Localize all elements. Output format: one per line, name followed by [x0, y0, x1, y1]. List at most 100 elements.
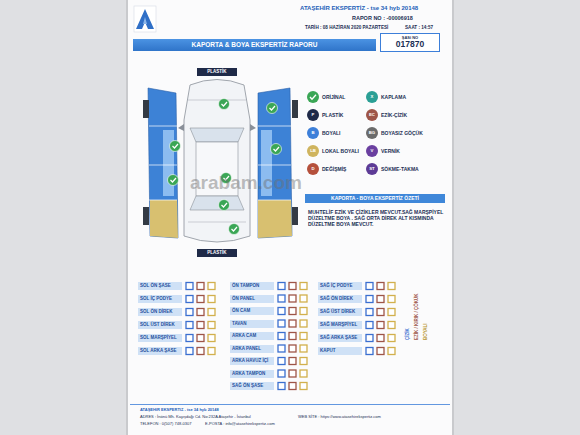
checkbox: [377, 335, 384, 342]
checkbox: [366, 335, 373, 342]
checkbox: [289, 358, 296, 365]
checkbox: [197, 348, 204, 355]
checkbox: [289, 308, 296, 315]
checkbox: [300, 295, 307, 302]
checkbox: [300, 308, 307, 315]
legend-letter: BG: [366, 130, 378, 135]
checkbox: [278, 333, 285, 340]
report-text: TELEFON : 0(507) 748-0307: [140, 422, 191, 427]
part-name: ARKA TAMPON: [230, 370, 274, 378]
checkbox: [377, 283, 384, 290]
report-text: SAAT : 14:57: [405, 25, 433, 31]
legend-text: PLASTİK: [322, 112, 343, 118]
checkbox: [388, 296, 395, 303]
part-name: SAĞ ÖN ŞASE: [230, 382, 274, 390]
part-name: ÖN CAM: [230, 307, 274, 315]
checkbox: [366, 283, 373, 290]
checkbox: [278, 370, 285, 377]
company-logo: [134, 6, 156, 32]
box-text: KAPORTA & BOYA EKSPERTİZ RAPORU: [192, 41, 318, 48]
box-value: 017870: [396, 40, 424, 49]
box-text: PLASTİK: [207, 70, 226, 75]
part-name: SOL İÇ PODYE: [138, 295, 182, 303]
checkbox: [300, 320, 307, 327]
checkbox: [278, 358, 285, 365]
checkbox: [300, 283, 307, 290]
legend-text: ORİJİNAL: [322, 94, 345, 100]
checkbox: [300, 345, 307, 352]
part-name: SOL ÖN ŞASE: [138, 282, 182, 290]
bumper-box: PLASTİK: [197, 249, 237, 257]
checkbox: [208, 296, 215, 303]
checkbox: [289, 320, 296, 327]
checkbox: [366, 322, 373, 329]
legend-letter: LB: [307, 148, 319, 153]
part-name: SOL ARKA ŞASE: [138, 347, 182, 355]
part-name: ARKA HAVUZ İÇİ: [230, 357, 274, 365]
checkbox: [208, 309, 215, 316]
part-name: ÖN PANEL: [230, 295, 274, 303]
part-name: SAĞ ÜST DİREK: [318, 308, 362, 316]
checkbox: [208, 283, 215, 290]
footer-rule: [130, 404, 450, 406]
checkbox: [377, 309, 384, 316]
report-text: ADRES : İnönü Mh. Kayışdağı Cd. No:232A …: [140, 415, 251, 420]
checkbox: [377, 322, 384, 329]
checkbox: [388, 322, 395, 329]
report-text: E-POSTA : info@atasehirekspertiz.com: [205, 422, 275, 427]
checkbox: [289, 383, 296, 390]
checkbox: [388, 348, 395, 355]
checkbox: [186, 335, 193, 342]
legend-letter: V: [366, 148, 378, 153]
checkbox: [197, 283, 204, 290]
part-name: ÖN TAMPON: [230, 282, 274, 290]
bumper-box: PLASTİK: [197, 68, 237, 76]
car-diagram: [143, 80, 298, 243]
checkbox: [300, 370, 307, 377]
part-name: KAPUT: [318, 347, 362, 355]
watermark: arabam.com: [190, 172, 302, 195]
legend-text: DEĞİŞMİŞ: [322, 166, 346, 172]
checkbox: [278, 295, 285, 302]
checkbox: [186, 322, 193, 329]
checkbox: [300, 383, 307, 390]
checkbox: [186, 296, 193, 303]
summary-band: KAPORTA - BOYA EKSPERTİZ ÖZETİ: [305, 194, 445, 203]
title-band: KAPORTA & BOYA EKSPERTİZ RAPORU: [133, 39, 376, 51]
legend-text: LOKAL BOYALI: [322, 148, 359, 154]
paper-shadow: [126, 0, 454, 435]
report-text: TARİH : 08 HAZİRAN 2020 PAZARTESİ: [305, 25, 388, 31]
checkbox: [366, 348, 373, 355]
checkbox: [197, 322, 204, 329]
legend-text: SÖKME-TAKMA: [381, 166, 419, 172]
checkbox-grid: [186, 283, 395, 390]
legend-letter: EC: [366, 112, 378, 117]
chassis-number-box: ŞASİ NO017870: [380, 33, 440, 52]
legend-text: EZİK-ÇİZİK: [381, 112, 407, 118]
part-name: SOL MARŞPİYEL: [138, 334, 182, 342]
report-text: ATAŞEHİR EKSPERTİZ - tse 34 hyb 20148: [300, 5, 418, 12]
checkbox: [197, 296, 204, 303]
part-name: SAĞ ÖN DİREK: [318, 295, 362, 303]
report-text: RAPOR NO : -00006918: [352, 15, 413, 22]
checkbox: [289, 333, 296, 340]
checkbox: [186, 348, 193, 355]
column-header: EZİK / KIRIK / ÇÖKÜK: [414, 293, 419, 340]
checkbox: [197, 309, 204, 316]
legend-text: KAPLAMA: [381, 94, 406, 100]
column-header: BOYALI: [423, 323, 428, 340]
checkbox: [300, 333, 307, 340]
checkbox: [208, 322, 215, 329]
checkbox: [289, 295, 296, 302]
part-name: ARKA CAM: [230, 332, 274, 340]
summary-note: MUHTELİF EZİK VE ÇİZİKLER MEVCUT.SAĞ MAR…: [308, 209, 444, 227]
checkbox: [278, 308, 285, 315]
box-text: PLASTİK: [207, 251, 226, 256]
part-name: SOL ÖN DİREK: [138, 308, 182, 316]
check-mark: [310, 95, 316, 100]
part-name: SAĞ İÇ PODYE: [318, 282, 362, 290]
checkbox: [278, 383, 285, 390]
checkbox: [366, 309, 373, 316]
